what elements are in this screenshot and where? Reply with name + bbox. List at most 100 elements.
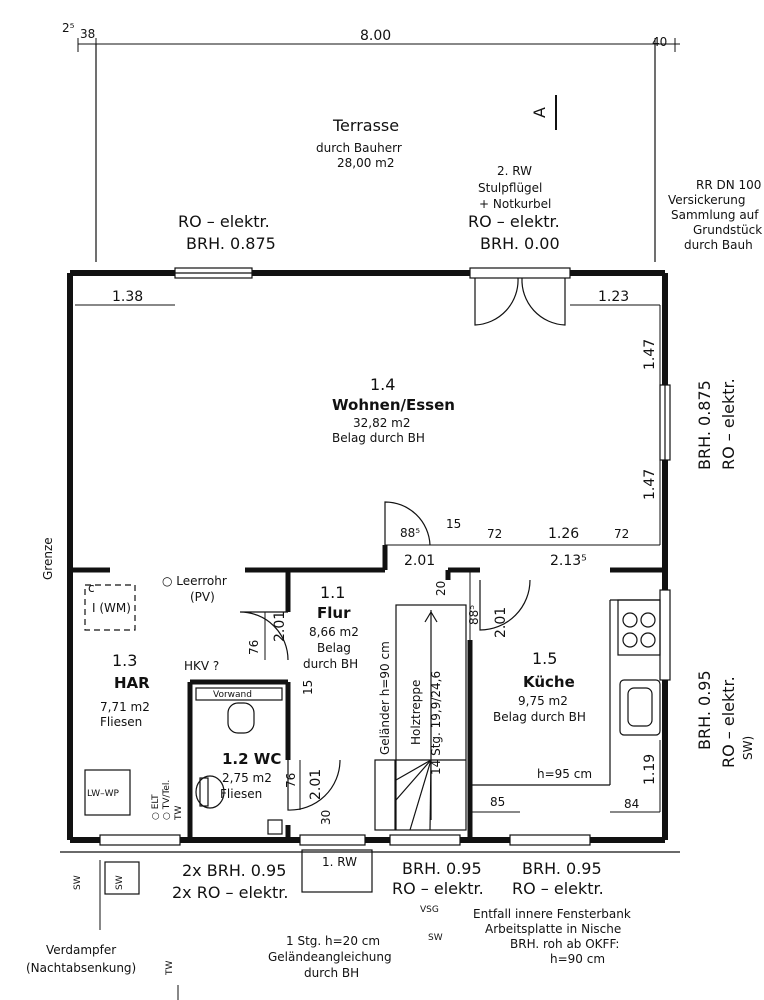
dim-72a: 72 <box>487 527 502 541</box>
dim-126: 1.26 <box>548 526 579 542</box>
win-top-mid-brh: BRH. 0.00 <box>480 234 560 253</box>
kitchen-area: 9,75 m2 <box>518 694 568 708</box>
dim-top-38: 38 <box>80 27 95 41</box>
dim-123: 1.23 <box>598 289 629 305</box>
flur-area: 8,66 m2 <box>309 625 359 639</box>
dim-147b: 1.47 <box>642 469 658 500</box>
note-right-4: Grundstück <box>693 223 762 237</box>
dim-flur-201b: 2.01 <box>493 607 509 638</box>
kitchen-d119: 1.19 <box>642 754 658 785</box>
bottom-lines <box>60 849 680 1000</box>
note-right-1: RR DN 100 <box>696 178 761 192</box>
kitchen-d84: 84 <box>624 797 639 811</box>
note-right-5: durch Bauh <box>684 238 753 252</box>
dim-flur-15: 15 <box>301 680 315 695</box>
terrace-by: durch Bauherr <box>316 141 402 155</box>
elt-label: ○ ELT <box>151 794 161 820</box>
dim-2135: 2.13⁵ <box>550 553 587 569</box>
kitchen-num: 1.5 <box>532 649 557 668</box>
win-top-left-ro: RO – elektr. <box>178 212 270 231</box>
win-top-left-brh: BRH. 0.875 <box>186 234 276 253</box>
rw2-line3: + Notkurbel <box>479 197 551 211</box>
win-right-upper-ro: RO – elektr. <box>719 378 738 470</box>
living-name: Wohnen/Essen <box>332 396 455 414</box>
fensterbank-4: h=90 cm <box>550 952 605 966</box>
dim-flur-20: 20 <box>434 581 448 596</box>
stairs-l2: 14 Stg. 19,9/24,6 <box>429 671 443 775</box>
bottom-mid-ro: RO – elektr. <box>392 879 484 898</box>
note-right-3: Sammlung auf <box>671 208 759 222</box>
wc-d76: 76 <box>284 773 298 788</box>
win-right-lower-brh: BRH. 0.95 <box>695 670 714 750</box>
dim-top-small: 2⁵ <box>62 21 75 35</box>
win-right-lower-sw: SW) <box>741 736 755 760</box>
wc-fixtures <box>195 687 283 835</box>
kitchen-d85: 85 <box>490 795 505 809</box>
step-note-2: Geländeangleichung <box>268 950 392 964</box>
wc-d201: 2.01 <box>308 769 324 800</box>
har-floor: Fliesen <box>100 715 142 729</box>
wc-area: 2,75 m2 <box>222 771 272 785</box>
wc-name: 1.2 WC <box>222 750 281 768</box>
dim-147a: 1.47 <box>642 339 658 370</box>
windows <box>99 267 671 846</box>
wc-vorwand: Vorwand <box>213 690 252 700</box>
dim-15: 15 <box>446 517 461 531</box>
dim-top-40: 40 <box>652 35 667 49</box>
terrace-title: Terrasse <box>332 116 399 135</box>
sw-label-c: SW <box>428 933 443 943</box>
flur-name: Flur <box>317 604 351 622</box>
patio-door <box>474 277 566 326</box>
terrace-area: 28,00 m2 <box>337 156 395 170</box>
note-right-2: Versickerung <box>668 193 745 207</box>
dim-flur-76: 76 <box>247 640 261 655</box>
terrace-outline <box>77 38 680 262</box>
kitchen-name: Küche <box>523 673 575 691</box>
har-area: 7,71 m2 <box>100 700 150 714</box>
tw-label: TW <box>174 806 184 821</box>
bottom-mid-brh: BRH. 0.95 <box>402 859 482 878</box>
inner-walls <box>70 545 665 840</box>
flur-floor2: durch BH <box>303 657 358 671</box>
win-right-lower-ro: RO – elektr. <box>719 676 738 768</box>
dim-885: 88⁵ <box>400 526 420 540</box>
rw2-line1: 2. RW <box>497 164 532 178</box>
living-area: 32,82 m2 <box>353 416 411 430</box>
hkv-label: HKV ? <box>184 659 219 673</box>
bottom-left-brh: 2x BRH. 0.95 <box>182 861 286 880</box>
tw-bottom: TW <box>165 961 175 976</box>
section-marker: A <box>530 95 557 130</box>
grenze-label: Grenze <box>41 537 55 580</box>
lw-wp: LW–WP <box>87 789 119 799</box>
living-num: 1.4 <box>370 375 395 394</box>
sw-label-b: SW <box>115 875 125 890</box>
bottom-right-brh: BRH. 0.95 <box>522 859 602 878</box>
kitchen-fixtures <box>470 599 661 786</box>
svg-text:A: A <box>530 107 549 118</box>
dim-flur-201: 2.01 <box>272 611 288 642</box>
fensterbank-3: BRH. roh ab OKFF: <box>510 937 619 951</box>
dim-201-mid: 2.01 <box>404 553 435 569</box>
har-c: c <box>88 581 95 595</box>
tv-label: ○ TV/Tel. <box>162 780 172 820</box>
dimension-lines <box>75 304 661 813</box>
step-note-1: 1 Stg. h=20 cm <box>286 934 380 948</box>
flur-floor1: Belag <box>317 641 351 655</box>
leerrohr-1: ○ Leerrohr <box>162 574 227 588</box>
fensterbank-2: Arbeitsplatte in Nische <box>485 922 621 936</box>
rw2-line2: Stulpflügel <box>478 181 542 195</box>
stairs-gelaender: Geländer h=90 cm <box>378 641 392 755</box>
dim-top-width: 8.00 <box>360 28 391 44</box>
leerrohr-2: (PV) <box>190 590 215 604</box>
living-floor: Belag durch BH <box>332 431 425 445</box>
bottom-left-ro: 2x RO – elektr. <box>172 883 288 902</box>
kitchen-floor: Belag durch BH <box>493 710 586 724</box>
rw1-label: 1. RW <box>322 855 357 869</box>
verdampfer-2: (Nachtabsenkung) <box>26 961 136 975</box>
wc-floor: Fliesen <box>220 787 262 801</box>
verdampfer-1: Verdampfer <box>46 943 116 957</box>
stairs-l1: Holztreppe <box>409 680 423 745</box>
sw-label-a: SW <box>73 875 83 890</box>
har-name: HAR <box>114 674 150 692</box>
